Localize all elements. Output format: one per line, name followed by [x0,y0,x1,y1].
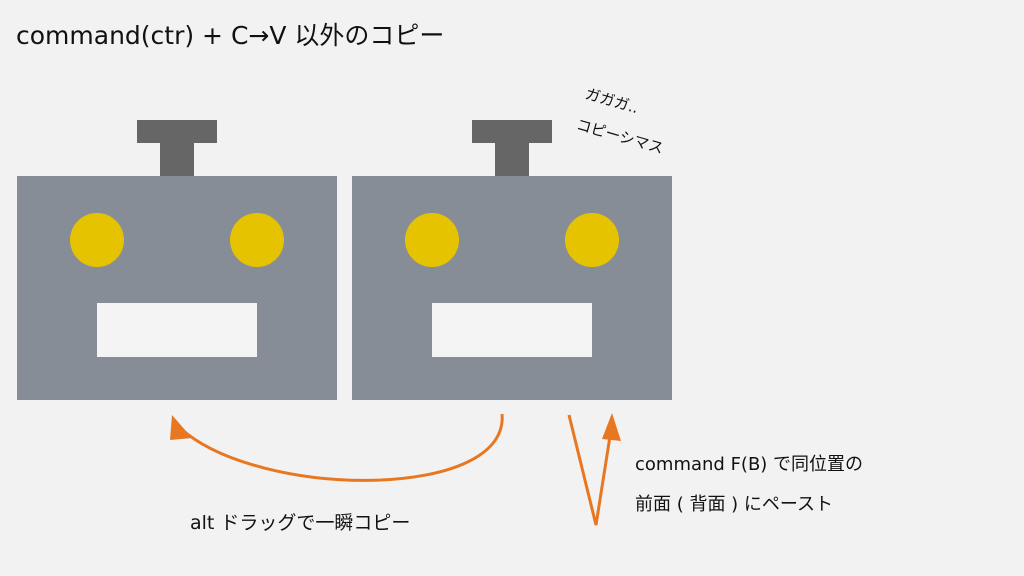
robot-mouth [97,303,257,357]
slide-title: command(ctr) + C→V 以外のコピー [16,21,445,50]
robot-antenna-top [472,120,552,143]
alt-drag-arrow [178,413,504,482]
robot-left-eye [70,213,124,267]
paste-arrow [567,414,613,526]
alt-drag-arrowhead [170,415,192,440]
command-caption-line-1: command F(B) で同位置の [635,454,864,475]
robot-mouth [432,303,592,357]
robot-left-eye [405,213,459,267]
alt-drag-caption: alt ドラッグで一瞬コピー [190,512,411,534]
robot-right-eye [565,213,619,267]
robot-antenna-top [137,120,217,143]
robot-antenna-stem [495,143,529,176]
robot-body [17,176,337,400]
robot-copy[interactable] [352,120,672,400]
robot-antenna-stem [160,143,194,176]
robot-body [352,176,672,400]
robot-right-eye [230,213,284,267]
paste-arrowhead [602,413,621,441]
robot-original[interactable] [17,120,337,400]
command-caption-line-2: 前面 ( 背面 ) にペースト [635,494,834,515]
